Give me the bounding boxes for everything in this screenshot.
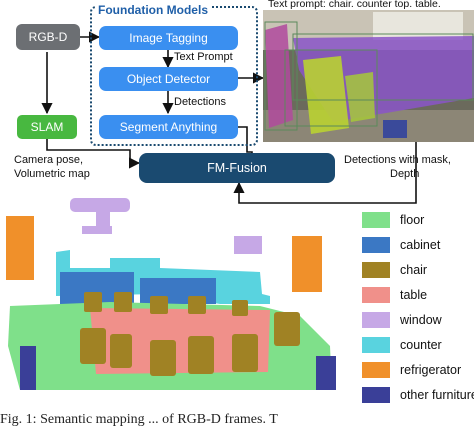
legend-swatch <box>362 337 390 353</box>
legend-item-cabinet: cabinet <box>362 236 440 254</box>
legend-label: window <box>400 313 442 327</box>
legend-item-other-furniture: other furniture <box>362 386 474 404</box>
legend-label: floor <box>400 213 425 227</box>
label-text-prompt: Text Prompt <box>174 51 233 63</box>
label-volumetric-map: Volumetric map <box>14 168 90 180</box>
legend-item-chair: chair <box>362 261 427 279</box>
detection-image <box>263 10 474 142</box>
label-detections-mask: Detections with mask, <box>344 154 451 166</box>
legend-item-window: window <box>362 311 442 329</box>
legend-label: table <box>400 288 428 302</box>
slam-node: SLAM <box>17 115 77 139</box>
arrow-slam-to-fusion <box>46 138 141 169</box>
legend-label: other furniture <box>400 388 474 402</box>
label-camera-pose: Camera pose, <box>14 154 84 166</box>
legend-swatch <box>362 387 390 403</box>
legend-swatch <box>362 287 390 303</box>
legend-label: refrigerator <box>400 363 462 377</box>
semantic-map <box>6 198 336 390</box>
segment-anything-node: Segment Anything <box>99 115 238 139</box>
legend-item-counter: counter <box>362 336 442 354</box>
legend-item-table: table <box>362 286 427 304</box>
image-tagging-node: Image Tagging <box>99 26 238 50</box>
legend-label: counter <box>400 338 442 352</box>
foundation-models-title: Foundation Models <box>96 3 210 17</box>
label-depth: Depth <box>390 168 420 180</box>
legend-item-refrigerator: refrigerator <box>362 361 461 379</box>
legend-swatch <box>362 212 390 228</box>
figure-caption: Fig. 1: Semantic mapping ... of RGB-D fr… <box>0 412 278 427</box>
detection-image-scene <box>263 10 474 142</box>
legend-swatch <box>362 262 390 278</box>
label-detections: Detections <box>174 96 226 108</box>
legend-swatch <box>362 362 390 378</box>
fm-fusion-node: FM-Fusion <box>139 153 335 183</box>
object-detector-node: Object Detector <box>99 67 238 91</box>
image-prompt-caption: Text prompt: chair. counter top. table. <box>268 0 441 10</box>
rgbd-node: RGB-D <box>16 24 80 50</box>
legend-swatch <box>362 312 390 328</box>
legend-label: cabinet <box>400 238 441 252</box>
legend-item-floor: floor <box>362 211 424 229</box>
legend-swatch <box>362 237 390 253</box>
legend-label: chair <box>400 263 428 277</box>
arrow-image-feedback <box>233 142 417 204</box>
